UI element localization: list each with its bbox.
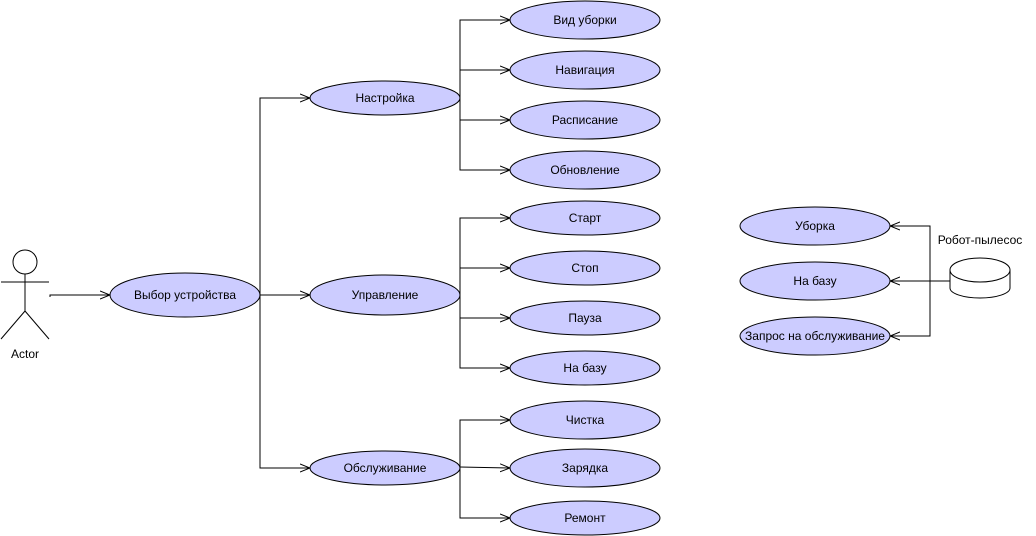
use-case-label: Вид уборки [553,13,616,27]
edge-select-device-to-maintenance [259,295,310,468]
use-case-stop[interactable]: Стоп [509,250,661,286]
edge-robot-to-service-request [890,281,931,336]
actor-stick-figure-icon [0,249,50,340]
use-case-select-device[interactable]: Выбор устройства [109,272,261,318]
use-case-start[interactable]: Старт [509,200,661,236]
use-case-label: Старт [569,211,602,225]
use-case-settings[interactable]: Настройка [309,80,461,116]
robot-vacuum-cylinder-icon [949,257,1011,299]
use-case-navigation[interactable]: Навигация [509,50,661,90]
use-case-clean[interactable]: Чистка [509,400,661,440]
use-case-robot-service-request[interactable]: Запрос на обслуживание [739,316,891,356]
use-case-label: Навигация [555,63,614,77]
edge-select-device-to-settings [259,98,310,295]
use-case-robot-cleaning[interactable]: Уборка [739,206,891,246]
edge-maintenance-to-repair [459,468,510,518]
edge-maintenance-to-charge [459,467,510,468]
use-case-control[interactable]: Управление [309,274,461,316]
robot-vacuum-label: Робот-пылесос [938,233,1023,247]
edge-settings-to-schedule [459,98,510,120]
use-case-label: Уборка [795,219,835,233]
use-case-label: Стоп [571,261,598,275]
use-case-label: Обновление [550,163,620,177]
connectors [49,20,950,518]
use-case-charge[interactable]: Зарядка [509,448,661,488]
robot-vacuum: Робот-пылесос [938,233,1023,299]
use-case-label: Управление [352,288,419,302]
edge-settings-to-cleaning-type [459,20,510,98]
use-case-label: Обслуживание [344,461,427,475]
use-case-label: Настройка [355,91,414,105]
use-case-label: Зарядка [562,461,608,475]
use-case-pause[interactable]: Пауза [509,300,661,336]
use-case-label: Пауза [568,311,602,325]
edge-actor-to-select-device [49,295,110,297]
edge-control-to-start [459,218,510,295]
edge-maintenance-to-clean [459,420,510,468]
actor-label: Actor [11,347,39,361]
edge-settings-to-update [459,120,510,170]
actor: Actor [0,249,50,361]
use-case-schedule[interactable]: Расписание [509,100,661,140]
use-case-label: На базу [563,361,606,375]
use-case-repair[interactable]: Ремонт [509,500,661,536]
use-case-robot-to-base[interactable]: На базу [739,261,891,301]
use-case-label: Запрос на обслуживание [745,329,885,343]
use-case-to-base[interactable]: На базу [509,350,661,386]
use-case-label: Чистка [566,413,605,427]
edge-control-to-to-base [459,318,510,368]
use-case-cleaning-type[interactable]: Вид уборки [509,0,661,40]
use-case-maintenance[interactable]: Обслуживание [309,450,461,486]
use-case-update[interactable]: Обновление [509,150,661,190]
use-case-label: На базу [793,274,836,288]
use-case-label: Расписание [552,113,618,127]
use-case-label: Выбор устройства [134,288,236,302]
use-case-label: Ремонт [564,511,606,525]
edge-control-to-pause [459,295,510,318]
